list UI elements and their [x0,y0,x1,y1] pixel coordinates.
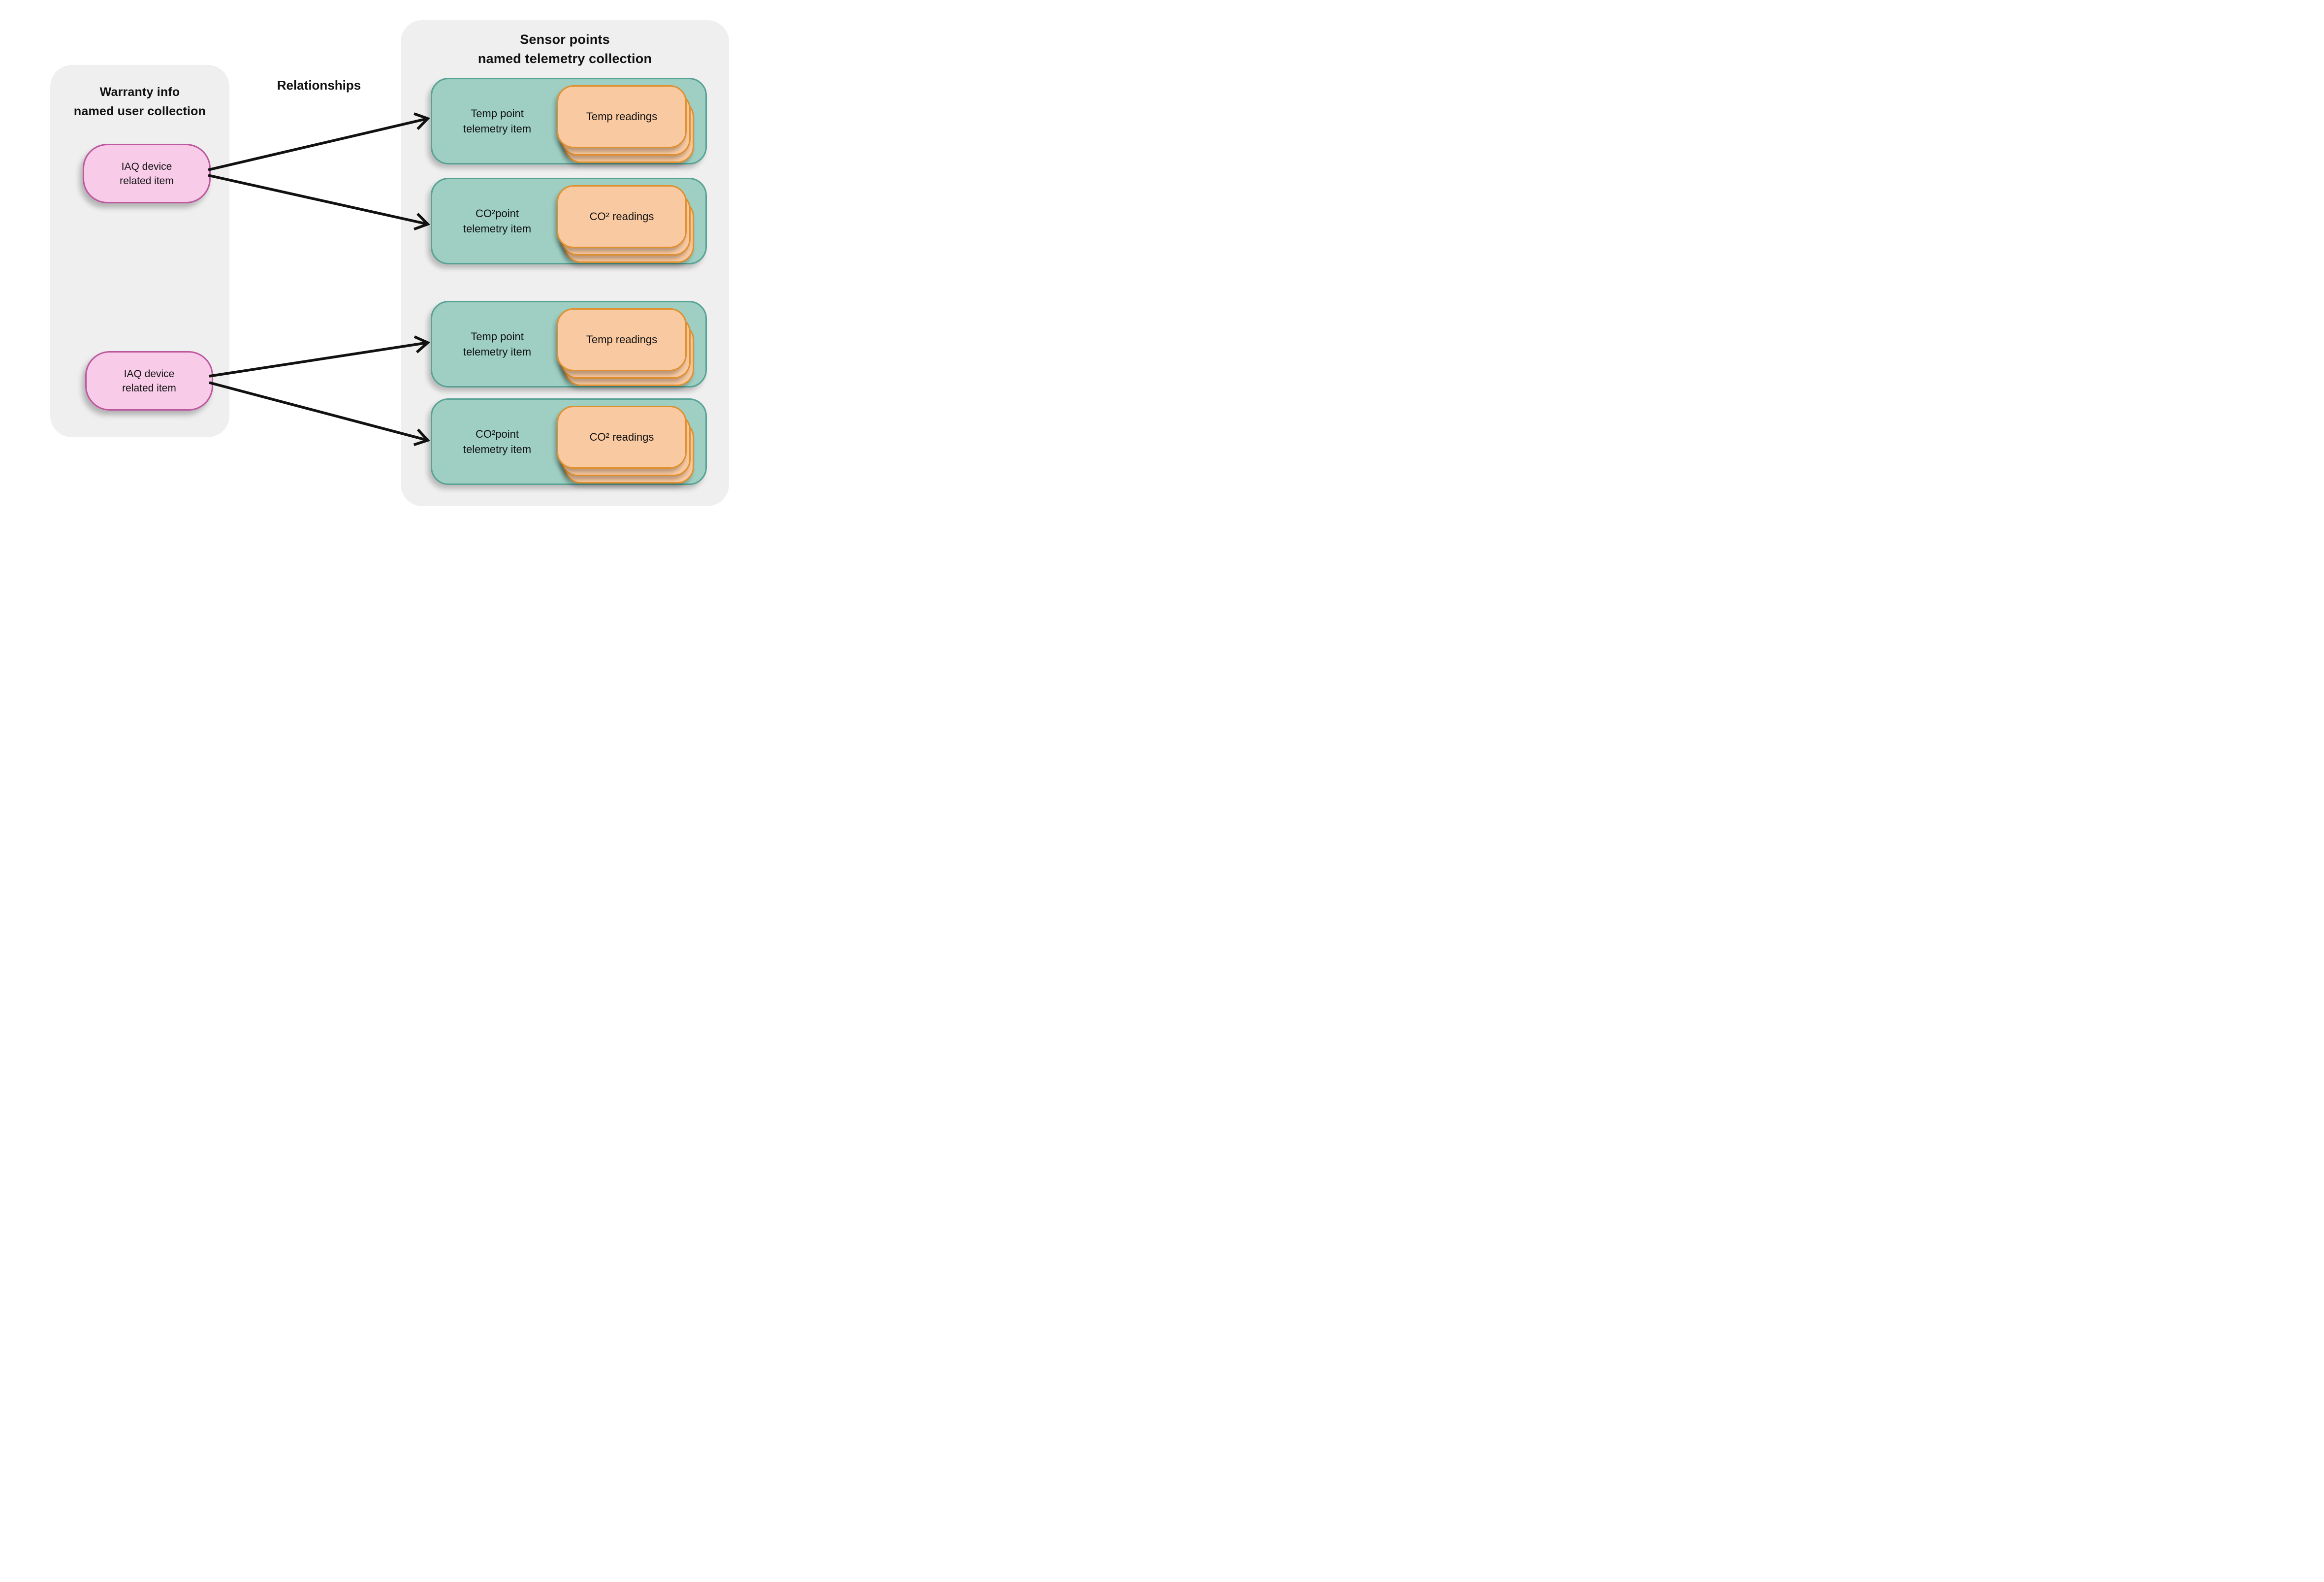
user-collection-title: Warranty info named user collection [50,83,229,121]
telemetry-collection-title-line1: Sensor points [520,32,610,47]
relationships-label: Relationships [277,78,361,93]
diagram-canvas: Warranty info named user collection IAQ … [0,0,775,527]
readings-card-front: CO² readings [557,406,687,469]
user-collection-panel: Warranty info named user collection IAQ … [44,64,231,445]
telemetry-item-label: CO²point telemetry item [463,207,532,235]
telemetry-collection-title: Sensor points named telemetry collection [401,30,729,68]
telemetry-item-label: Temp point telemetry item [463,107,532,135]
readings-card-front: Temp readings [557,308,687,371]
readings-label: CO² readings [589,431,654,443]
telemetry-item-box-temp-2: Temp point telemetry item Temp readings [431,301,707,387]
readings-card-stack: CO² readings [432,400,705,484]
readings-label: CO² readings [589,210,654,223]
telemetry-item-label: Temp point telemetry item [463,330,532,358]
readings-label: Temp readings [586,333,658,346]
telemetry-item-label: CO²point telemetry item [463,428,532,455]
telemetry-item-box-temp-1: Temp point telemetry item Temp readings [431,78,707,164]
related-item-pill-2: IAQ device related item [85,351,213,411]
relationship-arrow-4 [209,381,427,440]
readings-card-front: CO² readings [557,185,687,248]
readings-card-stack: CO² readings [432,179,705,263]
relationship-arrow-1 [208,119,427,171]
user-collection-title-line2: named user collection [73,104,206,118]
telemetry-collection-panel: Sensor points named telemetry collection… [393,20,732,514]
readings-card-stack: Temp readings [432,79,705,163]
telemetry-collection-title-line2: named telemetry collection [478,51,652,66]
readings-card-front: Temp readings [557,85,687,148]
relationship-arrow-3 [209,343,427,378]
telemetry-item-box-co2-2: CO²point telemetry item CO² readings [431,398,707,485]
readings-label: Temp readings [586,110,658,123]
related-item-pill-2-label: IAQ device related item [122,368,176,394]
relationship-arrow-2 [208,174,427,224]
related-item-pill-1-label: IAQ device related item [120,161,174,187]
related-item-pill-1: IAQ device related item [83,144,211,203]
telemetry-item-box-co2-1: CO²point telemetry item CO² readings [431,178,707,264]
user-collection-title-line1: Warranty info [99,85,180,99]
readings-card-stack: Temp readings [432,302,705,386]
